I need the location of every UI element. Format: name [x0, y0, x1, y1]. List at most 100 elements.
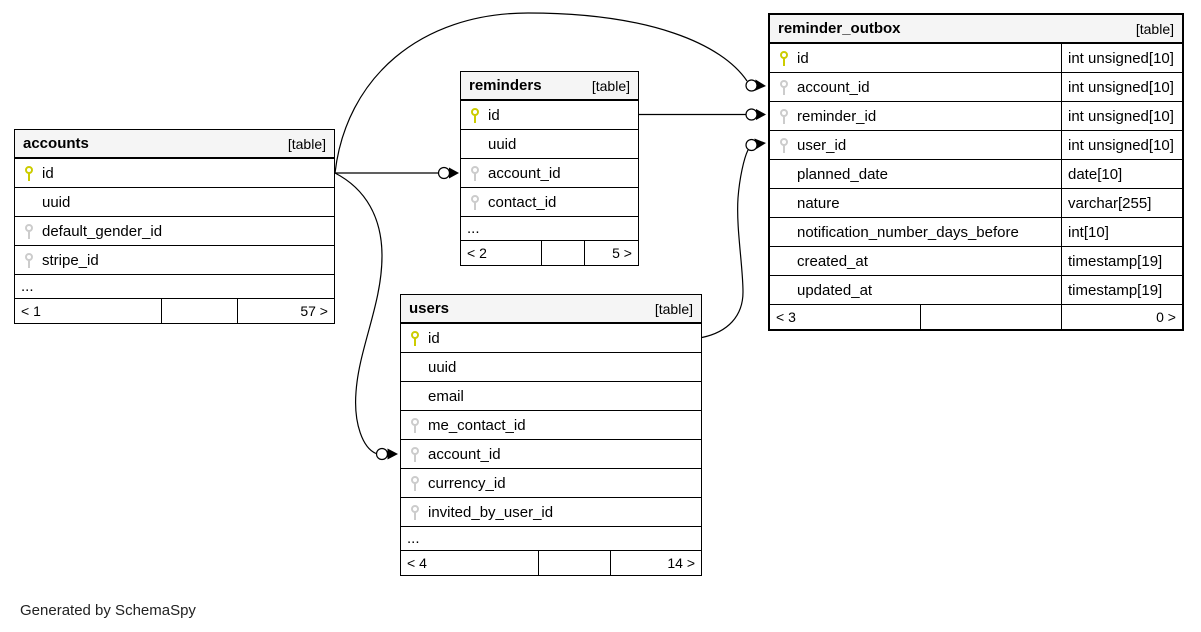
- column-name: id: [488, 106, 500, 124]
- footer-spacer: [542, 241, 585, 265]
- generated-by-note: Generated by SchemaSpy: [20, 602, 196, 619]
- column-name: currency_id: [428, 474, 506, 492]
- column-name: id: [428, 329, 440, 347]
- column-type: int unsigned[10]: [1061, 102, 1182, 130]
- table-header: reminders [table]: [461, 72, 638, 101]
- table-name: accounts: [23, 135, 89, 152]
- footer-parents-count: < 4: [401, 551, 539, 575]
- footer-parents-count: < 3: [770, 305, 921, 329]
- column-name: notification_number_days_before: [797, 223, 1019, 241]
- column-name: id: [42, 164, 54, 182]
- column-row: currency_id: [401, 469, 701, 498]
- ellipsis-label: ...: [467, 220, 480, 237]
- column-row: account_id: [401, 440, 701, 469]
- column-row: default_gender_id: [15, 217, 334, 246]
- primary-key-icon: [409, 330, 420, 347]
- table-header: accounts [table]: [15, 130, 334, 159]
- foreign-key-icon: [23, 252, 34, 269]
- table-name: reminder_outbox: [778, 20, 901, 37]
- column-row: uuid: [15, 188, 334, 217]
- primary-key-icon: [778, 50, 789, 67]
- foreign-key-icon: [778, 79, 789, 96]
- column-row: stripe_id: [15, 246, 334, 275]
- fk-arrow-icon: [754, 79, 766, 91]
- column-name: reminder_id: [797, 107, 877, 125]
- column-row: notification_number_days_before int[10]: [770, 218, 1182, 247]
- column-row: id: [401, 324, 701, 353]
- column-name: account_id: [428, 445, 501, 463]
- ellipsis-label: ...: [21, 278, 34, 295]
- column-name: nature: [797, 194, 840, 212]
- foreign-key-icon: [409, 504, 420, 521]
- column-name: account_id: [488, 164, 561, 182]
- relationship-users-id-to-reminder-outbox-user-id: [701, 138, 766, 339]
- column-name: email: [428, 387, 464, 405]
- footer-children-count: 0 >: [1156, 309, 1176, 325]
- column-row: account_id int unsigned[10]: [770, 73, 1182, 102]
- table-tag: [table]: [654, 300, 693, 317]
- fk-arrow-icon: [754, 138, 766, 150]
- fk-circle-icon: [745, 138, 758, 152]
- footer-parents-count: < 1: [15, 299, 162, 323]
- column-row-ellipsis: ...: [15, 275, 334, 299]
- column-name: created_at: [797, 252, 868, 270]
- table-node-accounts[interactable]: accounts [table] id uuid default_gender_…: [14, 129, 335, 324]
- fk-arrow-icon: [387, 448, 398, 460]
- fk-circle-icon: [375, 447, 389, 461]
- foreign-key-icon: [409, 417, 420, 434]
- column-name: planned_date: [797, 165, 888, 183]
- footer-parents-count: < 2: [461, 241, 543, 265]
- column-name: updated_at: [797, 281, 873, 299]
- column-name: invited_by_user_id: [428, 503, 554, 521]
- foreign-key-icon: [23, 223, 34, 240]
- table-name: users: [409, 300, 450, 317]
- table-tag: [table]: [1135, 20, 1174, 37]
- foreign-key-icon: [409, 475, 420, 492]
- column-type: int unsigned[10]: [1061, 44, 1182, 72]
- column-name: default_gender_id: [42, 222, 163, 240]
- foreign-key-icon: [778, 108, 789, 125]
- fk-circle-icon: [745, 79, 758, 92]
- primary-key-icon: [469, 107, 480, 124]
- table-footer: < 2 5 >: [461, 241, 638, 265]
- footer-spacer: [921, 305, 1063, 329]
- column-row: email: [401, 382, 701, 411]
- column-row: created_at timestamp[19]: [770, 247, 1182, 276]
- fk-arrow-icon: [449, 167, 459, 179]
- column-row: id: [461, 101, 638, 130]
- column-type: int unsigned[10]: [1061, 73, 1182, 101]
- column-name: account_id: [797, 78, 870, 96]
- primary-key-icon: [23, 165, 34, 182]
- foreign-key-icon: [778, 137, 789, 154]
- column-row: uuid: [401, 353, 701, 382]
- column-name: user_id: [797, 136, 847, 154]
- table-footer: < 4 14 >: [401, 551, 701, 575]
- table-footer: < 1 57 >: [15, 299, 334, 323]
- column-name: contact_id: [488, 193, 557, 211]
- foreign-key-icon: [409, 446, 420, 463]
- column-row: updated_at timestamp[19]: [770, 276, 1182, 305]
- column-name: stripe_id: [42, 251, 99, 269]
- foreign-key-icon: [469, 165, 480, 182]
- column-row: reminder_id int unsigned[10]: [770, 102, 1182, 131]
- column-type: timestamp[19]: [1061, 276, 1182, 304]
- column-row-ellipsis: ...: [401, 527, 701, 551]
- column-row: id int unsigned[10]: [770, 44, 1182, 73]
- table-header: reminder_outbox [table]: [770, 15, 1182, 44]
- table-node-users[interactable]: users [table] id uuid email me_contact_i…: [400, 294, 702, 576]
- column-type: int unsigned[10]: [1061, 131, 1182, 159]
- ellipsis-label: ...: [407, 530, 420, 547]
- column-type: timestamp[19]: [1061, 247, 1182, 275]
- relationship-accounts-id-to-users-account-id: [334, 172, 398, 461]
- footer-spacer: [539, 551, 611, 575]
- column-row: account_id: [461, 159, 638, 188]
- column-row: me_contact_id: [401, 411, 701, 440]
- table-footer: < 3 0 >: [770, 305, 1182, 329]
- fk-circle-icon: [437, 166, 451, 180]
- table-node-reminder-outbox[interactable]: reminder_outbox [table] id int unsigned[…: [768, 13, 1184, 331]
- footer-children-count: 57 >: [300, 303, 328, 319]
- footer-children-count: 14 >: [667, 555, 695, 571]
- table-node-reminders[interactable]: reminders [table] id uuid account_id con…: [460, 71, 639, 266]
- column-name: me_contact_id: [428, 416, 526, 434]
